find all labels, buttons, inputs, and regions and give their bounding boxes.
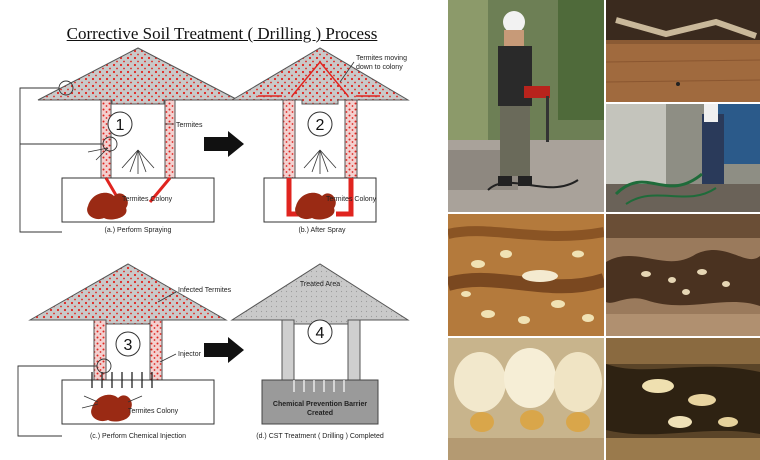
caption-4: (d.) CST Treatment ( Drilling ) Complete… — [256, 433, 384, 440]
caption-2: (b.) After Spray — [298, 227, 346, 234]
step-number-1: 1 — [116, 117, 125, 134]
step-circle-2 — [307, 111, 333, 137]
termites-label: Termites — [176, 122, 203, 129]
arrow-right-icon — [204, 131, 244, 157]
panel-1: 1 Termites Termites Colony (a.) Perform … — [19, 47, 239, 234]
colony-blob-3 — [91, 394, 132, 422]
infected-termites-label: Infected Termites — [178, 287, 232, 294]
barrier-label-line1: Chemical Prevention Barrier — [273, 401, 367, 408]
colony-blob-1 — [87, 192, 128, 220]
colony-label-3: Termites Colony — [128, 408, 179, 415]
injection-hose-photo — [606, 104, 760, 212]
damaged-wood-ceiling-photo — [606, 0, 760, 102]
termite-nest-photo — [606, 338, 760, 460]
step-circle-1 — [107, 111, 133, 137]
diagram-title: Corrective Soil Treatment ( Drilling ) P… — [66, 24, 378, 43]
process-diagram: 1 Termites Termites Colony (a.) Perform … — [17, 47, 410, 440]
caption-3: (c.) Perform Chemical Injection — [90, 433, 186, 440]
worker-drilling-photo — [448, 0, 604, 212]
photo-collage — [448, 0, 760, 460]
step-number-2: 2 — [316, 117, 325, 134]
colony-blob-2 — [295, 192, 336, 220]
arrow-right-icon — [204, 337, 244, 363]
moving-label-line1: Termites moving — [356, 55, 407, 62]
step-number-4: 4 — [316, 325, 325, 342]
panel-2: 2 Termites moving down to colony Termite… — [230, 47, 410, 234]
panel-3: 3 Infected Termites Injector Termites Co… — [17, 263, 232, 440]
termites-in-wood-photo — [448, 214, 604, 336]
barrier-label-line2: Created — [307, 410, 333, 417]
caption-1: (a.) Perform Spraying — [105, 227, 172, 234]
colony-label-1: Termites Colony — [122, 196, 173, 203]
moving-label-line2: down to colony — [356, 64, 403, 71]
panel-4: 4 Treated Area Chemical Prevention Barri… — [230, 263, 410, 440]
injector-label: Injector — [178, 351, 202, 358]
treated-area-label: Treated Area — [300, 281, 340, 288]
eaten-wood-photo — [606, 214, 760, 336]
step-circle-3 — [115, 331, 141, 357]
colony-label-2: Termites Colony — [326, 196, 377, 203]
barrier-box — [261, 379, 379, 425]
step-number-3: 3 — [124, 337, 133, 354]
step-circle-4 — [307, 319, 333, 345]
termite-closeup-photo — [448, 338, 604, 460]
